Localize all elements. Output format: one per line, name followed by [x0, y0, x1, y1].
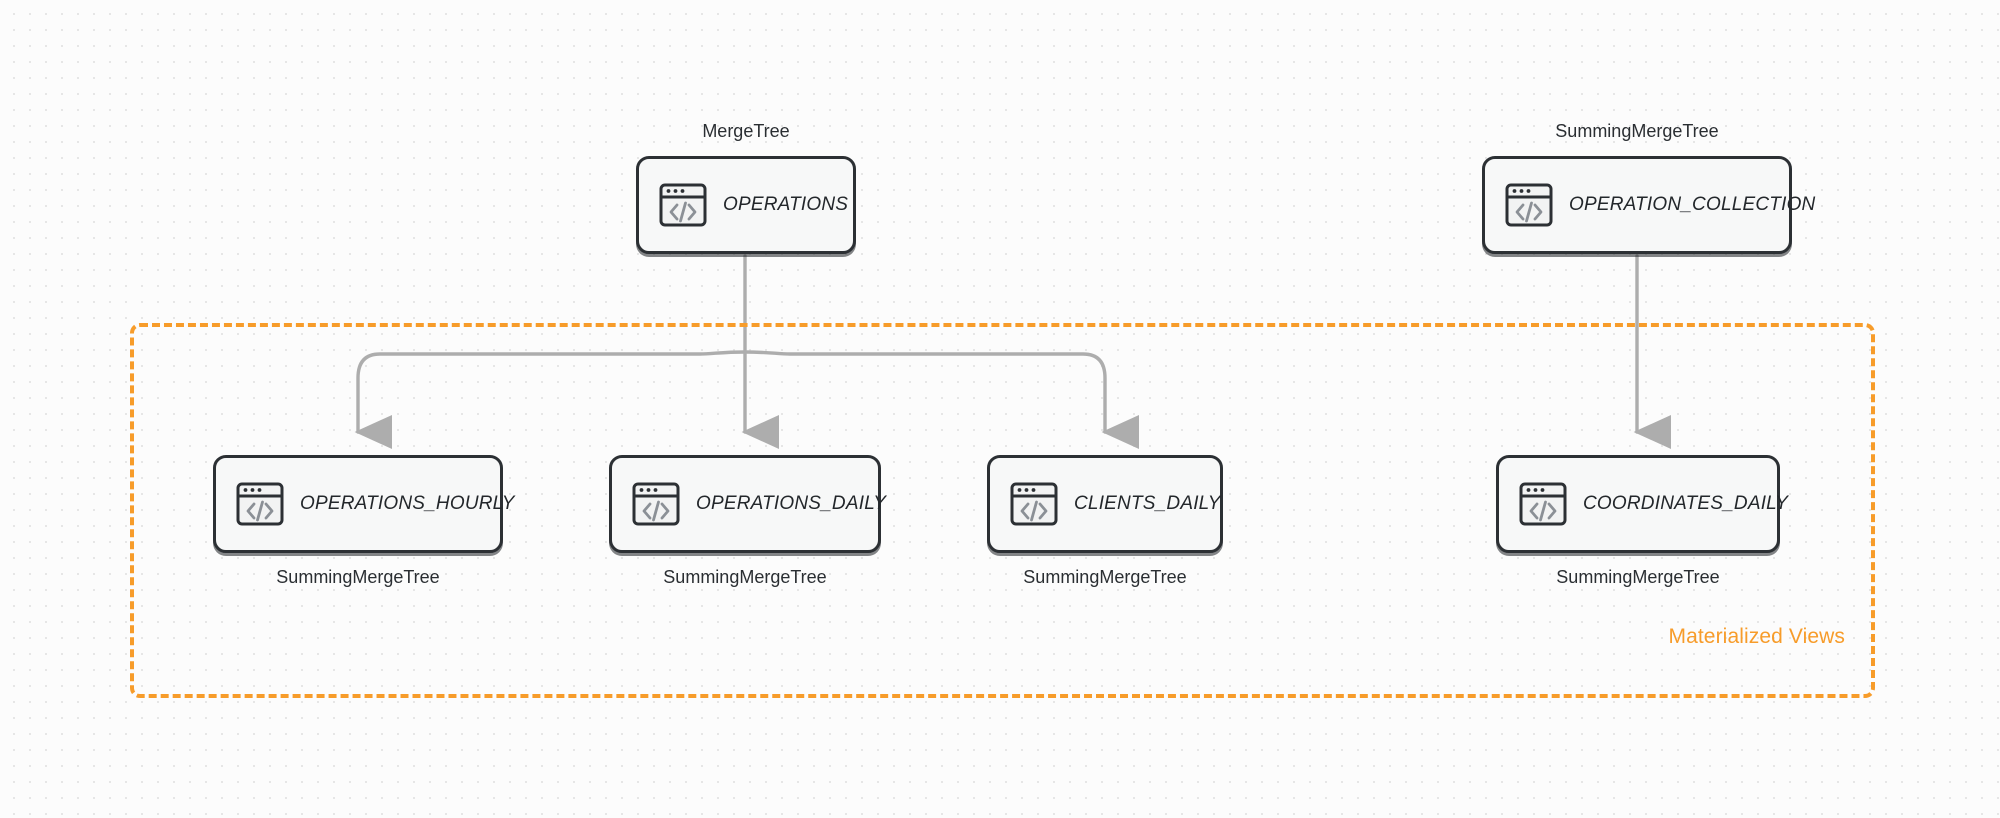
code-window-icon	[1010, 482, 1058, 526]
node-operations_hourly[interactable]: OPERATIONS_HOURLY	[213, 455, 514, 553]
code-window-icon	[632, 482, 680, 526]
materialized-views-group-label: Materialized Views	[1668, 625, 1845, 648]
materialized-views-group	[130, 323, 1875, 698]
engine-caption-operation_collection: SummingMergeTree	[1555, 121, 1719, 141]
node-coordinates_daily[interactable]: COORDINATES_DAILY	[1496, 455, 1788, 553]
node-operation_collection[interactable]: OPERATION_COLLECTION	[1482, 156, 1815, 254]
node-label-clients_daily: CLIENTS_DAILY	[1074, 493, 1221, 514]
engine-caption-operations: MergeTree	[702, 121, 790, 141]
code-window-icon	[659, 183, 707, 227]
node-label-operations_daily: OPERATIONS_DAILY	[696, 493, 887, 514]
node-operations[interactable]: OPERATIONS	[636, 156, 856, 254]
code-window-icon	[1505, 183, 1553, 227]
node-label-operation_collection: OPERATION_COLLECTION	[1569, 194, 1816, 215]
node-label-coordinates_daily: COORDINATES_DAILY	[1583, 493, 1789, 514]
code-window-icon	[1519, 482, 1567, 526]
node-label-operations_hourly: OPERATIONS_HOURLY	[300, 493, 515, 514]
node-operations_daily[interactable]: OPERATIONS_DAILY	[609, 455, 886, 553]
engine-caption-clients_daily: SummingMergeTree	[1023, 567, 1187, 587]
engine-caption-operations_hourly: SummingMergeTree	[276, 567, 440, 587]
node-clients_daily[interactable]: CLIENTS_DAILY	[987, 455, 1223, 553]
code-window-icon	[236, 482, 284, 526]
engine-caption-operations_daily: SummingMergeTree	[663, 567, 827, 587]
engine-caption-coordinates_daily: SummingMergeTree	[1556, 567, 1720, 587]
node-label-operations: OPERATIONS	[723, 194, 849, 215]
